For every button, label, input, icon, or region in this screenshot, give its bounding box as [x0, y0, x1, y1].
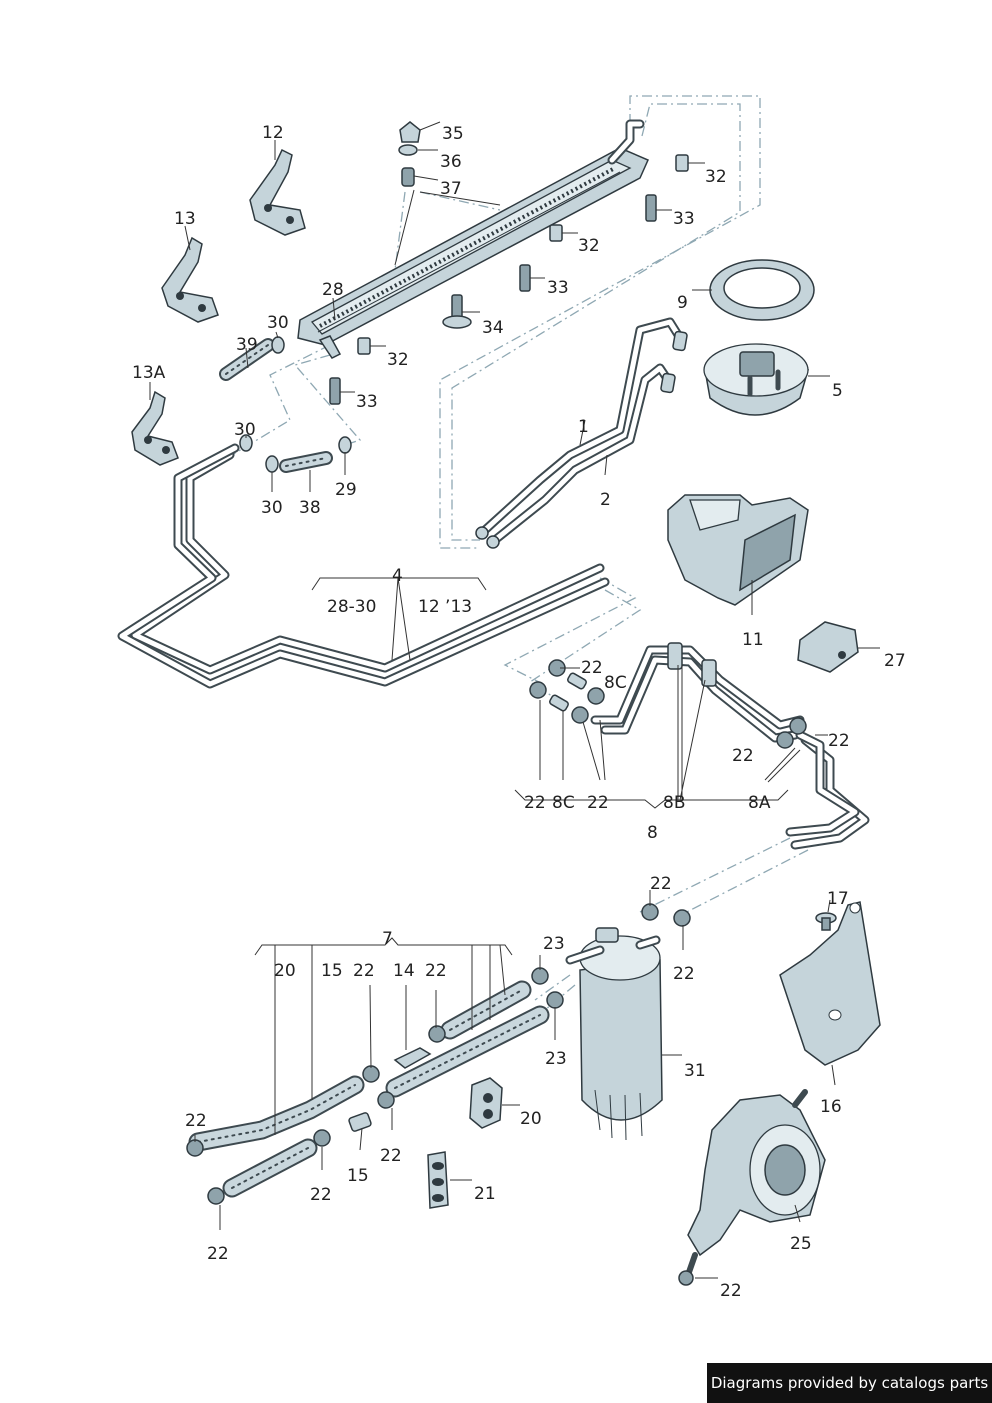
label-32-c: 32	[387, 350, 409, 370]
label-30-low: 30	[261, 498, 283, 518]
label-8: 8	[647, 823, 658, 843]
clamps-8	[529, 659, 807, 749]
pump-25	[678, 1089, 826, 1286]
label-39: 39	[236, 335, 258, 355]
lock-ring-9	[709, 259, 815, 321]
label-25: 25	[790, 1234, 812, 1254]
label-17: 17	[827, 889, 849, 909]
label-32-a: 32	[705, 167, 727, 187]
fuel-filter-31	[565, 927, 663, 1141]
label-2: 2	[600, 490, 611, 510]
label-35: 35	[442, 124, 464, 144]
clip-13	[161, 236, 219, 323]
label-1: 1	[578, 417, 589, 437]
label-22-c: 22	[732, 746, 754, 766]
part-labels: 35 36 37 12 13 13A 28 30 39 32 33 32 33 …	[132, 123, 906, 1301]
label-33-c: 33	[356, 392, 378, 412]
label-7: 7	[382, 929, 393, 949]
label-16: 16	[820, 1097, 842, 1117]
fuel-line-1-2	[475, 317, 688, 549]
label-34: 34	[482, 318, 504, 338]
label-22-g: 22	[673, 964, 695, 984]
label-37: 37	[440, 179, 462, 199]
label-12-13: 12 ’13	[418, 597, 472, 617]
label-31: 31	[684, 1061, 706, 1081]
label-22-l: 22	[310, 1185, 332, 1205]
label-22-f: 22	[650, 874, 672, 894]
label-30-mid: 30	[234, 420, 256, 440]
label-22-i: 22	[425, 961, 447, 981]
label-22-d: 22	[524, 793, 546, 813]
label-22-j: 22	[185, 1111, 207, 1131]
label-14: 14	[393, 961, 415, 981]
label-32-b: 32	[578, 236, 600, 256]
flange-5	[703, 343, 809, 416]
label-13: 13	[174, 209, 196, 229]
label-9: 9	[677, 293, 688, 313]
holder-20	[469, 1077, 503, 1129]
label-36: 36	[440, 152, 462, 172]
leader-lines	[149, 121, 880, 1279]
label-21: 21	[474, 1184, 496, 1204]
hoses-7	[186, 903, 691, 1205]
label-8a: 8A	[748, 793, 771, 813]
label-23-bottom: 23	[545, 1049, 567, 1069]
label-22-k: 22	[380, 1146, 402, 1166]
label-33-b: 33	[547, 278, 569, 298]
clip-13a	[131, 390, 179, 466]
label-8c-bottom: 8C	[552, 793, 575, 813]
footer-text: Diagrams provided by catalogs parts	[710, 1374, 989, 1392]
label-12: 12	[262, 123, 284, 143]
label-28-30: 28-30	[327, 597, 376, 617]
label-20-top: 20	[274, 961, 296, 981]
bolts	[329, 121, 689, 405]
part-27	[797, 621, 859, 673]
label-11: 11	[742, 630, 764, 650]
bracket-16	[779, 901, 881, 1066]
fuel-line-8	[590, 642, 870, 850]
label-4: 4	[392, 566, 403, 586]
screw-17	[815, 912, 837, 931]
label-22-m: 22	[207, 1244, 229, 1264]
footer-banner: Diagrams provided by catalogs parts	[707, 1363, 992, 1403]
label-8b: 8B	[663, 793, 685, 813]
cover-11	[667, 494, 809, 606]
label-29: 29	[335, 480, 357, 500]
fuel-cooler-28	[297, 119, 649, 359]
label-30-top: 30	[267, 313, 289, 333]
label-8c-top: 8C	[604, 673, 627, 693]
label-33-a: 33	[673, 209, 695, 229]
label-15-bottom: 15	[347, 1166, 369, 1186]
label-38: 38	[299, 498, 321, 518]
label-20-bottom: 20	[520, 1109, 542, 1129]
label-22-h: 22	[353, 961, 375, 981]
label-28: 28	[322, 280, 344, 300]
label-22-n: 22	[720, 1281, 742, 1301]
label-22-b: 22	[828, 731, 850, 751]
label-15-top: 15	[321, 961, 343, 981]
fuel-line-4	[117, 443, 610, 689]
clip-12	[249, 148, 306, 236]
holder-21	[427, 1151, 449, 1209]
label-22-a: 22	[581, 658, 603, 678]
label-22-e: 22	[587, 793, 609, 813]
label-23-top: 23	[543, 934, 565, 954]
label-27: 27	[884, 651, 906, 671]
label-5: 5	[832, 381, 843, 401]
label-13a: 13A	[132, 363, 166, 383]
